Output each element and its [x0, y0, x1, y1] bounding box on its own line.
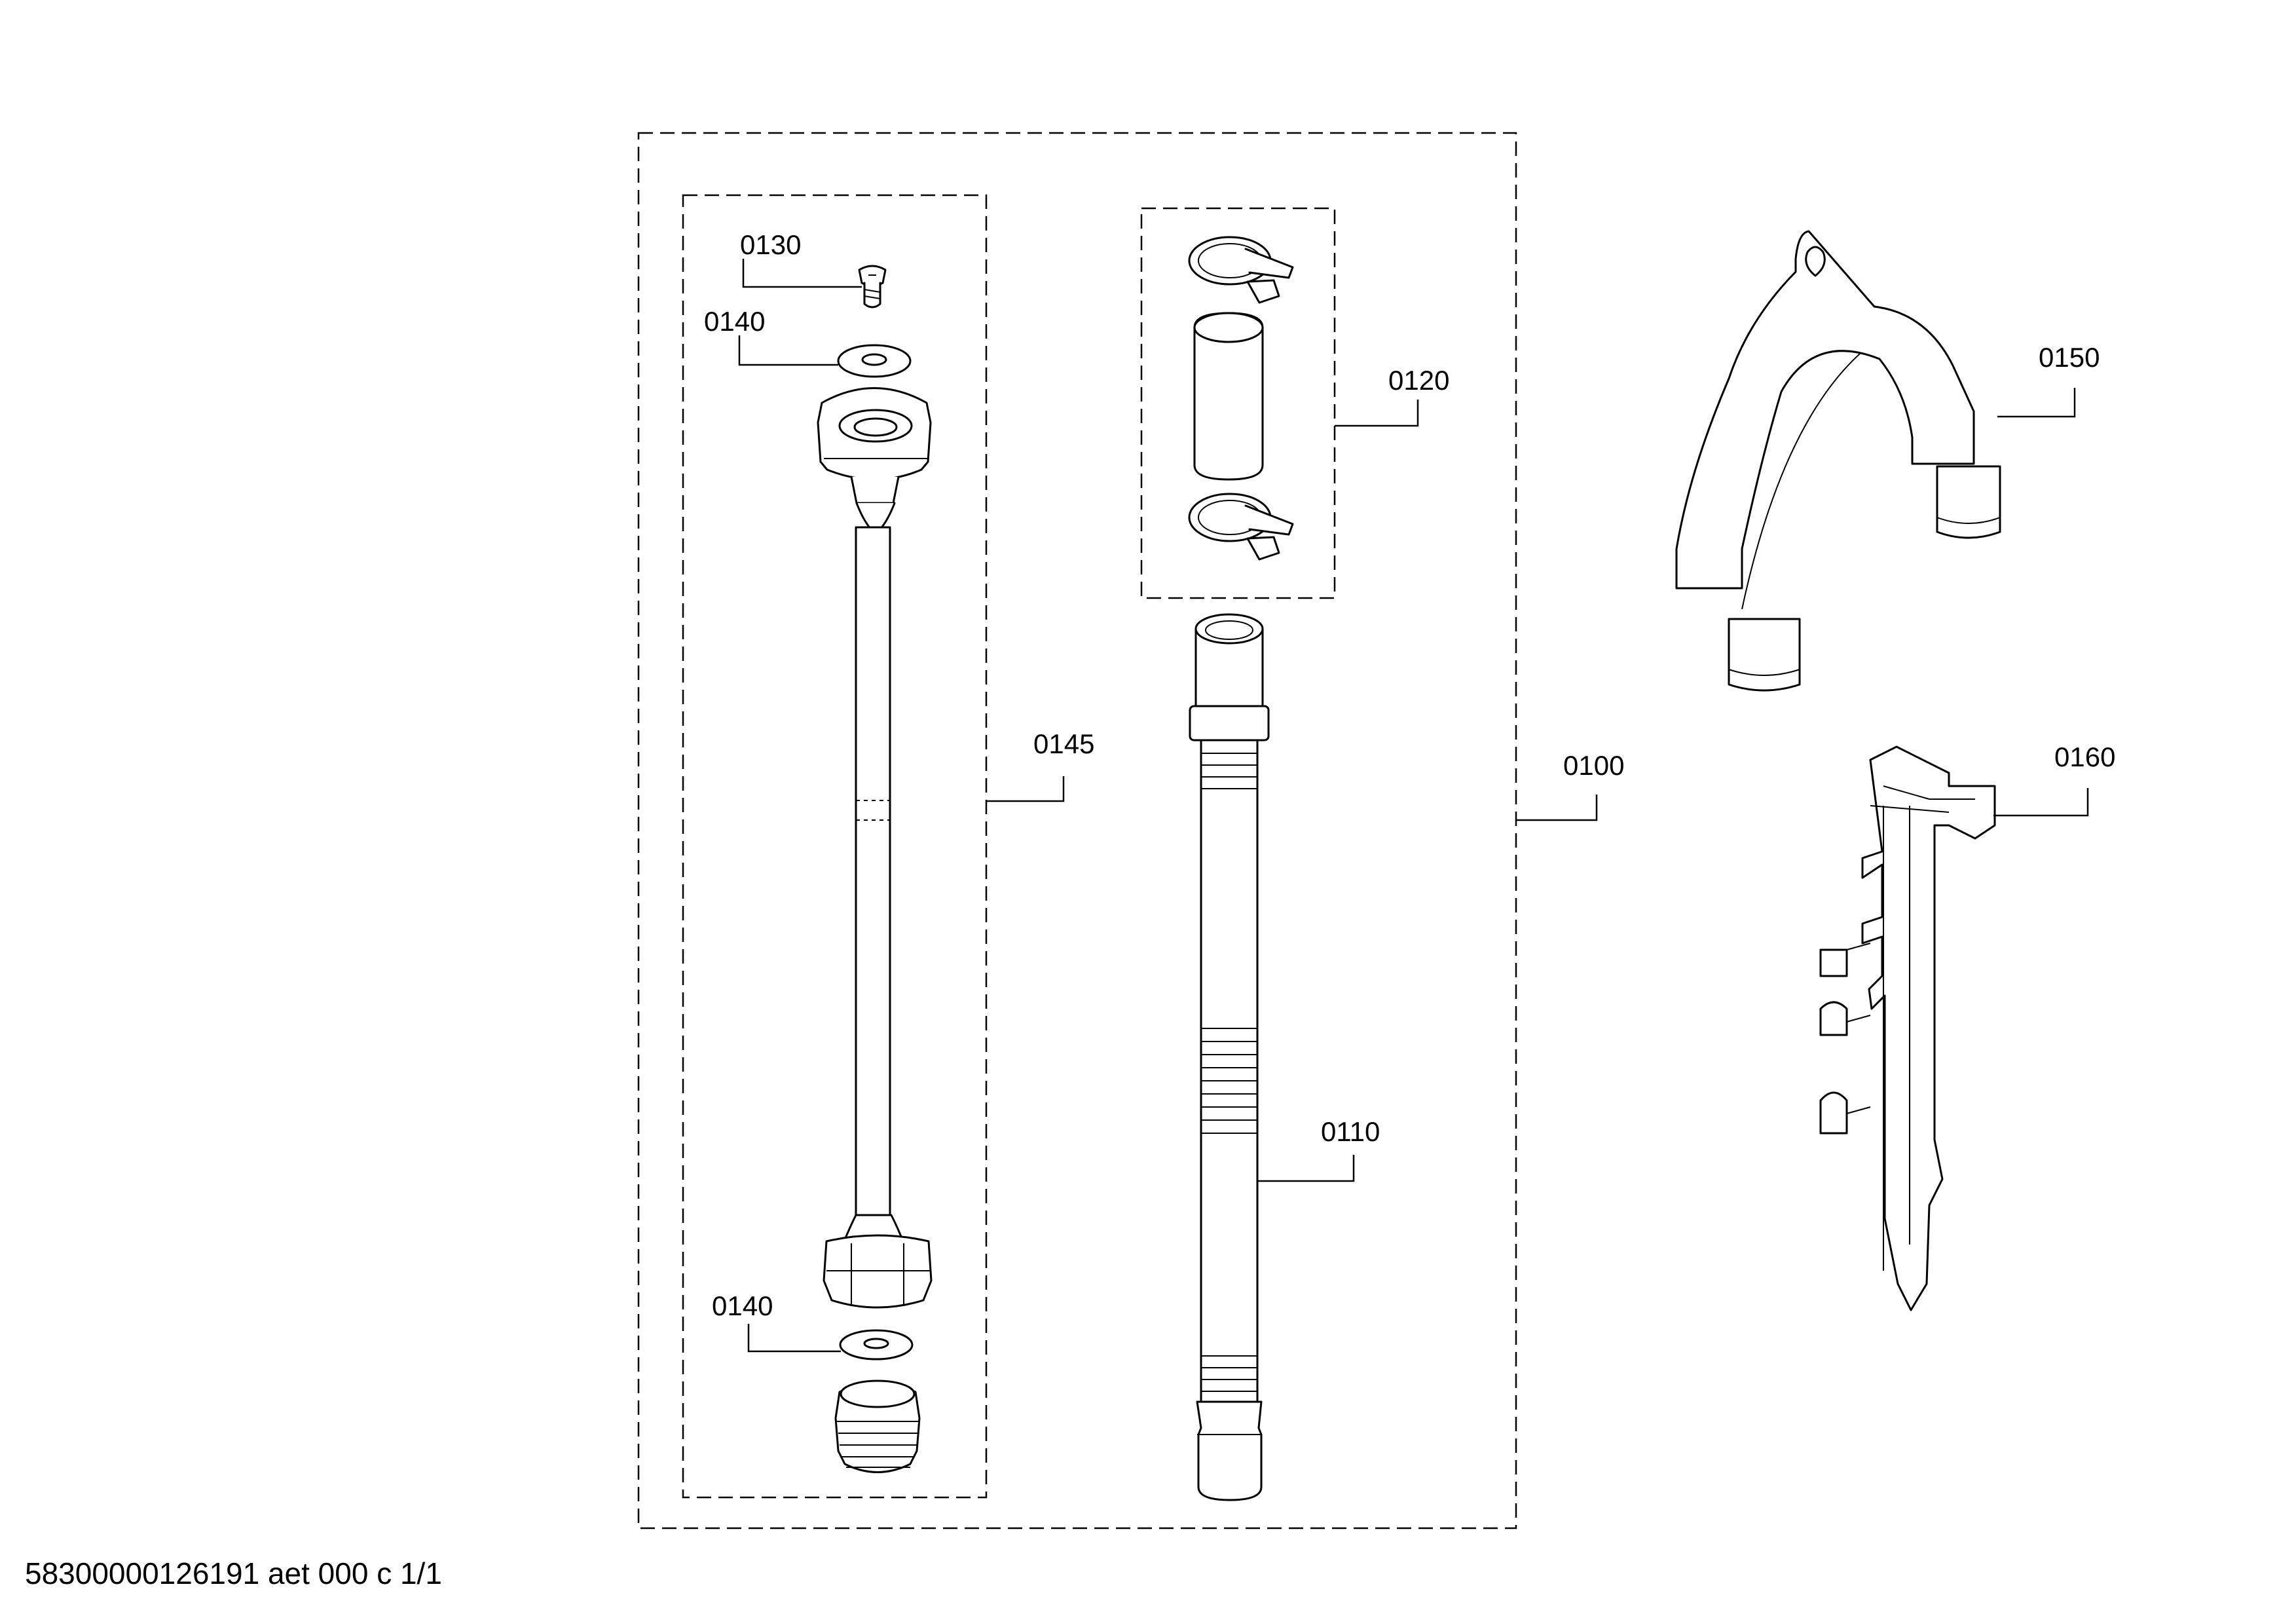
leader-0160 — [1993, 788, 2089, 817]
hose-0145 — [817, 387, 933, 1309]
corrugation-lower — [1201, 1355, 1257, 1392]
callout-0140-top: 0140 — [704, 306, 765, 337]
screw-0130 — [858, 265, 887, 309]
group-box-0120 — [1140, 207, 1336, 599]
callout-0150: 0150 — [2039, 342, 2100, 373]
leader-0140-top — [738, 335, 838, 366]
leader-0130 — [742, 259, 862, 288]
leader-0150 — [1997, 388, 2076, 418]
leader-0110 — [1257, 1155, 1355, 1182]
leader-0100 — [1516, 795, 1598, 821]
callout-0160: 0160 — [2054, 741, 2115, 772]
leader-lines — [738, 259, 2089, 1353]
callout-0120: 0120 — [1388, 365, 1449, 396]
callout-0110: 0110 — [1321, 1116, 1380, 1147]
hose-guide-0160 — [1819, 745, 1996, 1311]
washer-0140-top — [837, 344, 912, 378]
corrugation-upper — [1201, 753, 1257, 789]
hose-clamp-top — [1188, 236, 1294, 304]
hose-clamp-bottom — [1188, 493, 1294, 561]
callout-0100: 0100 — [1563, 750, 1624, 781]
hose-holder-0150 — [1675, 230, 2001, 692]
group-box-0100 — [637, 132, 1517, 1530]
callout-0145: 0145 — [1033, 728, 1094, 759]
leader-0145 — [986, 776, 1065, 802]
callout-0130: 0130 — [740, 229, 801, 260]
corrugation-middle — [1201, 1028, 1257, 1134]
hose-sleeve — [1193, 312, 1264, 481]
group-box-0145 — [682, 194, 988, 1499]
leader-0120 — [1335, 400, 1419, 427]
leader-0140-bottom — [747, 1324, 841, 1353]
drain-hose-0110 — [1189, 613, 1270, 1501]
threaded-fitting — [834, 1379, 921, 1473]
document-id: 58300000126191 aet 000 c 1/1 — [25, 1556, 442, 1590]
callout-0140-bottom: 0140 — [712, 1290, 773, 1321]
washer-0140-bottom — [839, 1329, 914, 1361]
